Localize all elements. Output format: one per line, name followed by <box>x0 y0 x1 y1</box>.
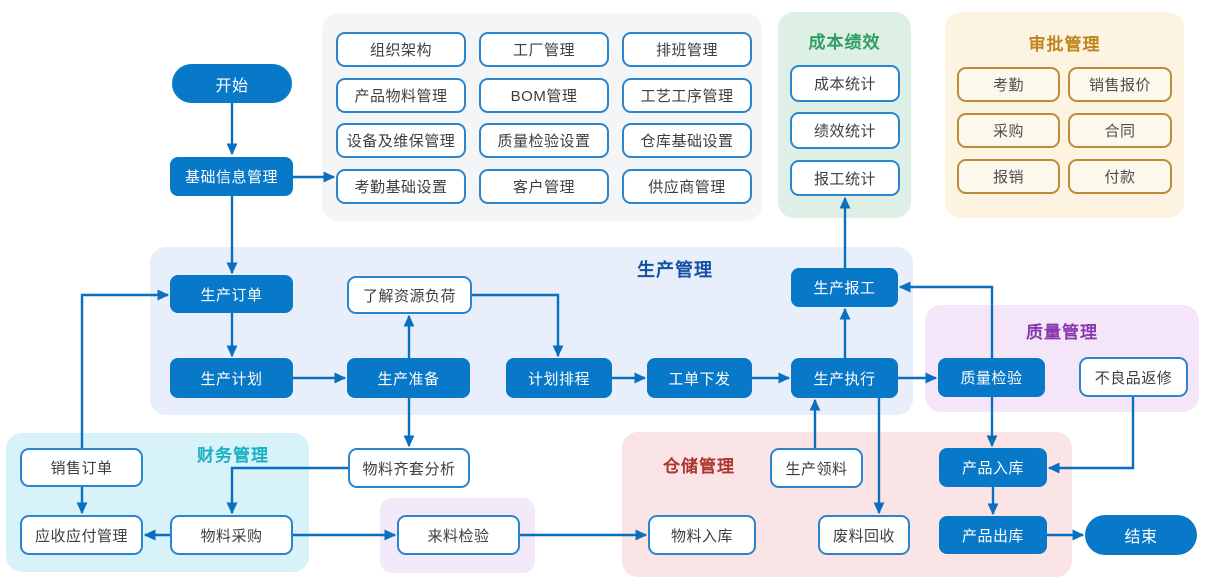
node-equipment-maintenance-mgmt: 设备及维保管理 <box>336 123 466 158</box>
node-basic-info-mgmt: 基础信息管理 <box>170 157 293 196</box>
node-work-order-release: 工单下发 <box>647 358 752 398</box>
panel-title-production: 生产管理 <box>637 260 713 280</box>
node-production-picking: 生产领料 <box>770 448 863 488</box>
node-factory-mgmt: 工厂管理 <box>479 32 609 67</box>
panel-title-quality: 质量管理 <box>1026 323 1098 342</box>
node-incoming-inspection: 来料检验 <box>397 515 520 555</box>
node-contract-approval: 合同 <box>1068 113 1172 148</box>
node-production-execution: 生产执行 <box>791 358 898 398</box>
node-start: 开始 <box>172 64 292 103</box>
node-end: 结束 <box>1085 515 1197 555</box>
panel-title-approval: 审批管理 <box>1028 35 1101 54</box>
node-quality-inspection-settings: 质量检验设置 <box>479 123 609 158</box>
node-supplier-mgmt: 供应商管理 <box>622 169 752 204</box>
node-production-order: 生产订单 <box>170 275 293 313</box>
node-attendance-approval: 考勤 <box>957 67 1060 102</box>
node-sales-quotation-approval: 销售报价 <box>1068 67 1172 102</box>
node-scrap-recycling: 废料回收 <box>818 515 910 555</box>
node-attendance-basic-settings: 考勤基础设置 <box>336 169 466 204</box>
node-shift-mgmt: 排班管理 <box>622 32 752 67</box>
node-bom-mgmt: BOM管理 <box>479 78 609 113</box>
node-material-procurement: 物料采购 <box>170 515 293 555</box>
node-cost-stats: 成本统计 <box>790 65 900 102</box>
node-material-kit-analysis: 物料齐套分析 <box>348 448 470 488</box>
panel-title-warehouse: 仓储管理 <box>663 457 735 476</box>
node-product-material-mgmt: 产品物料管理 <box>336 78 466 113</box>
node-procurement-approval: 采购 <box>957 113 1060 148</box>
panel-title-cost-performance: 成本绩效 <box>808 33 881 52</box>
node-plan-scheduling: 计划排程 <box>506 358 612 398</box>
node-sales-order: 销售订单 <box>20 448 143 487</box>
node-performance-stats: 绩效统计 <box>790 112 900 149</box>
node-production-preparation: 生产准备 <box>347 358 470 398</box>
node-quality-inspection: 质量检验 <box>938 358 1045 397</box>
node-resource-load: 了解资源负荷 <box>347 276 472 314</box>
node-customer-mgmt: 客户管理 <box>479 169 609 204</box>
node-process-route-mgmt: 工艺工序管理 <box>622 78 752 113</box>
node-production-reporting: 生产报工 <box>791 268 898 307</box>
panel-title-finance: 财务管理 <box>197 446 269 465</box>
node-ar-ap-mgmt: 应收应付管理 <box>20 515 143 555</box>
node-product-outbound: 产品出库 <box>939 516 1047 554</box>
node-production-plan: 生产计划 <box>170 358 293 398</box>
node-org-structure: 组织架构 <box>336 32 466 67</box>
node-defective-repair: 不良品返修 <box>1079 357 1188 397</box>
node-reimbursement-approval: 报销 <box>957 159 1060 194</box>
node-payment-approval: 付款 <box>1068 159 1172 194</box>
node-material-inbound: 物料入库 <box>648 515 756 555</box>
node-work-report-stats: 报工统计 <box>790 160 900 196</box>
node-warehouse-basic-settings: 仓库基础设置 <box>622 123 752 158</box>
node-product-inbound: 产品入库 <box>939 448 1047 487</box>
